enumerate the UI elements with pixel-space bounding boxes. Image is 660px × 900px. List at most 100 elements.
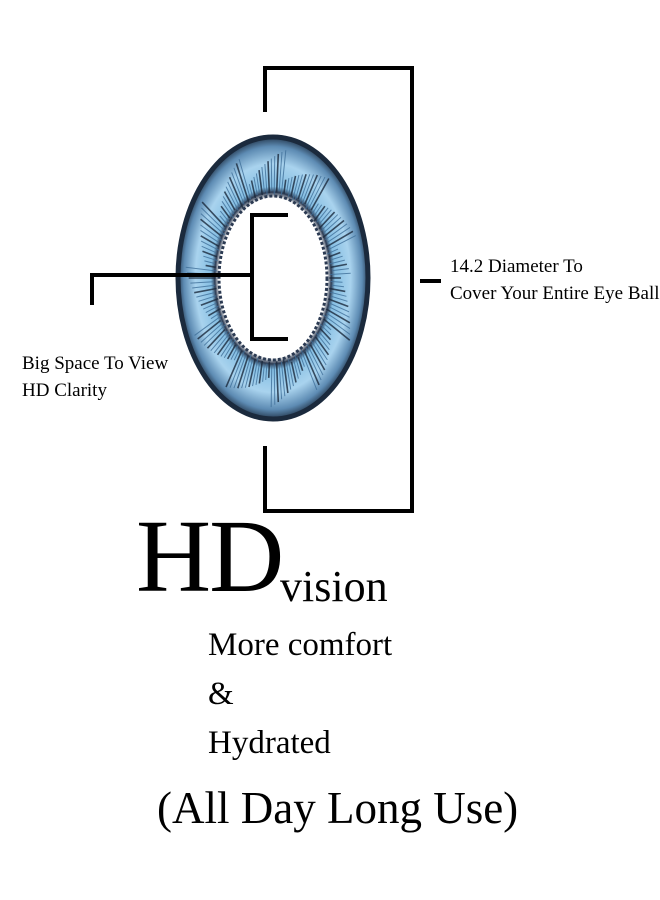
iris-streak — [287, 176, 293, 197]
iris-streak — [326, 248, 339, 255]
iris-streak — [328, 251, 341, 258]
iris-streak — [309, 344, 326, 371]
iris-streak — [329, 272, 351, 275]
diameter-bracket — [263, 66, 414, 513]
iris-streak — [326, 312, 351, 329]
iris-streak — [253, 176, 258, 196]
iris-streak — [201, 201, 226, 228]
iris-streak — [294, 174, 303, 200]
headline-vision: vision — [280, 562, 388, 611]
iris-streak — [233, 350, 240, 361]
iris-streak — [322, 219, 345, 239]
iris-streak — [185, 266, 217, 272]
iris-streak — [328, 235, 356, 250]
iris-streak — [328, 302, 350, 313]
iris-streak — [328, 259, 345, 265]
iris-streak — [332, 268, 349, 272]
iris-streak — [327, 227, 351, 243]
clarity-label: Big Space To View HD Clarity — [22, 350, 168, 404]
iris-streak — [201, 245, 217, 254]
iris-streak — [252, 357, 259, 387]
iris-streak — [205, 305, 219, 313]
iris-streak — [310, 203, 319, 216]
iris-streak — [286, 178, 290, 193]
iris-streak — [203, 324, 226, 346]
iris-streak — [299, 353, 305, 367]
iris-streak — [275, 153, 280, 193]
iris-streak — [227, 181, 240, 208]
iris-streak — [200, 322, 224, 343]
iris-streak — [292, 358, 299, 379]
iris-streak — [200, 218, 223, 237]
iris-streak — [307, 176, 326, 210]
iris-streak — [205, 264, 216, 269]
iris-streak — [216, 337, 231, 356]
iris-streak — [265, 363, 268, 380]
lens-pupil-zone — [221, 198, 325, 358]
iris-streak — [315, 332, 330, 351]
iris-streak — [319, 327, 332, 341]
iris-streak — [200, 298, 219, 307]
diameter-label: 14.2 Diameter To Cover Your Entire Eye B… — [450, 253, 660, 307]
headline-hd: HD — [136, 499, 284, 614]
iris-streak — [297, 357, 304, 372]
iris-streak — [219, 215, 230, 227]
iris-streak — [264, 163, 268, 196]
iris-streak — [255, 173, 260, 193]
iris-streak — [235, 163, 250, 203]
contact-lens-icon — [175, 134, 371, 422]
iris-streak — [310, 340, 327, 366]
clarity-label-line1: Big Space To View — [22, 353, 169, 374]
iris-streak — [237, 355, 250, 389]
iris-streaks — [185, 150, 356, 408]
iris-streak — [327, 298, 349, 308]
iris-streak — [306, 343, 324, 376]
iris-streak — [323, 216, 342, 233]
iris-streak — [330, 295, 348, 302]
iris-streak — [278, 364, 283, 400]
diameter-label-line2: Cover Your Entire Eye Ball — [450, 283, 660, 304]
iris-streak — [244, 359, 253, 388]
iris-streak — [316, 207, 329, 223]
iris-streak — [225, 186, 239, 211]
iris-streak — [210, 312, 220, 320]
diameter-label-line1: 14.2 Diameter To — [450, 256, 583, 277]
iris-streak — [233, 167, 247, 201]
iris-streak — [275, 361, 280, 403]
iris-streak — [330, 281, 343, 283]
iris-streak — [294, 355, 302, 375]
iris-streak — [248, 358, 256, 388]
iris-streak — [225, 350, 243, 388]
iris-streak — [310, 178, 330, 211]
iris-streak — [258, 360, 264, 384]
iris-streak — [318, 211, 336, 230]
clarity-pointer — [90, 273, 252, 305]
iris-streak — [330, 263, 348, 269]
iris-streak — [287, 359, 294, 387]
iris-streak — [200, 235, 220, 248]
iris-streak — [320, 214, 339, 232]
iris-streak — [273, 156, 276, 195]
iris-streak — [203, 255, 218, 262]
iris-streak — [305, 347, 322, 381]
iris-streak — [314, 336, 330, 356]
iris-streak — [261, 166, 265, 193]
iris-streak — [202, 250, 218, 258]
iris-streak — [319, 332, 331, 346]
iris-streak — [303, 351, 320, 386]
iris-streak — [231, 172, 245, 205]
iris-streak — [233, 355, 246, 389]
iris-streak — [323, 314, 351, 335]
iris-streak — [323, 322, 332, 331]
iris-streak — [330, 291, 347, 297]
iris-streak — [194, 315, 222, 336]
iris-streak — [304, 174, 319, 205]
lens-pupil-rim — [217, 194, 329, 362]
iris-streak — [223, 191, 236, 211]
iris-streak — [238, 158, 251, 200]
iris-streak — [255, 362, 261, 385]
iris-streak — [220, 338, 234, 357]
iris-streak — [330, 255, 343, 261]
iris-streak — [223, 339, 236, 359]
